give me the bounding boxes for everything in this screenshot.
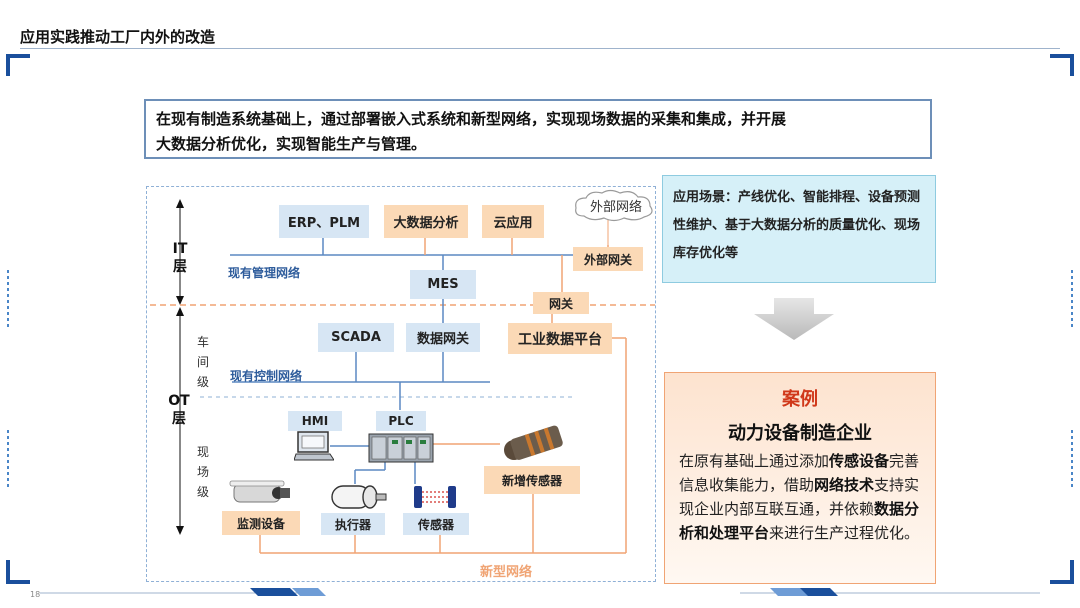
camera-icon (229, 480, 290, 503)
monitoring-device-node: 监测设备 (222, 511, 300, 535)
bigdata-node: 大数据分析 (384, 205, 468, 238)
page-number: 18 (30, 590, 41, 599)
title-divider (20, 48, 1060, 49)
case-subtitle: 动力设备制造企业 (728, 423, 872, 444)
plc-node: PLC (376, 411, 426, 431)
summary-box: 在现有制造系统基础上，通过部署嵌入式系统和新型网络，实现现场数据的采集和集成，并… (144, 99, 932, 159)
case-text-4: 来进行生产过程优化。 (769, 524, 920, 542)
summary-line-1: 在现有制造系统基础上，通过部署嵌入式系统和新型网络，实现现场数据的采集和集成，并… (156, 110, 787, 128)
down-arrow-icon (754, 298, 834, 340)
sensor-node: 传感器 (403, 513, 469, 535)
hmi-node: HMI (288, 411, 342, 431)
new-network-label: 新型网络 (480, 565, 533, 580)
case-text-1: 在原有基础上通过添加 (679, 452, 830, 470)
sensor-icon (414, 486, 456, 508)
data-gateway-node: 数据网关 (406, 323, 480, 352)
case-bold-2: 网络技术 (814, 476, 875, 494)
actuator-node: 执行器 (321, 513, 385, 535)
field-level-label: 现场级 (196, 445, 209, 499)
case-bold-3: 数据分析和处理平台 (679, 500, 920, 542)
application-scenario-box: 应用场景：产线优化、智能排程、设备预测性维护、基于大数据分析的质量优化、现场库存… (662, 175, 936, 283)
case-text-3: 支持实现企业内部互联互通，并依赖 (679, 476, 920, 518)
summary-line-2: 大数据分析优化，实现智能生产与管理。 (156, 135, 427, 153)
architecture-diagram-frame (146, 186, 656, 582)
industrial-data-platform-node: 工业数据平台 (508, 323, 612, 354)
cloud-app-node: 云应用 (482, 205, 544, 238)
management-network-label: 现有管理网络 (228, 266, 301, 280)
external-gateway-node: 外部网关 (573, 247, 643, 271)
mes-node: MES (410, 270, 476, 299)
control-network-label: 现有控制网络 (230, 369, 303, 383)
page-title: 应用实践推动工厂内外的改造 (20, 28, 216, 46)
new-sensor-icon (504, 425, 563, 460)
case-body: 在原有基础上通过添加传感设备完善信息收集能力，借助网络技术支持实现企业内部互联互… (679, 449, 925, 545)
workshop-level-label: 车间级 (196, 335, 209, 389)
gateway-node: 网关 (533, 292, 589, 314)
case-bold-1: 传感设备 (829, 452, 890, 470)
erp-plm-node: ERP、PLM (279, 205, 369, 238)
case-study-box: 案例 动力设备制造企业 在原有基础上通过添加传感设备完善信息收集能力，借助网络技… (664, 372, 936, 584)
cloud-icon (575, 189, 653, 222)
monitor-computer-icon (294, 431, 334, 461)
scada-node: SCADA (318, 323, 394, 352)
case-title: 案例 (782, 389, 818, 410)
plc-device-icon (368, 433, 434, 463)
external-network-label: 外部网络 (589, 200, 642, 215)
new-sensor-node: 新增传感器 (484, 466, 580, 494)
case-text-2: 完善信息收集能力，借助 (679, 452, 920, 494)
actuator-icon (331, 485, 387, 509)
